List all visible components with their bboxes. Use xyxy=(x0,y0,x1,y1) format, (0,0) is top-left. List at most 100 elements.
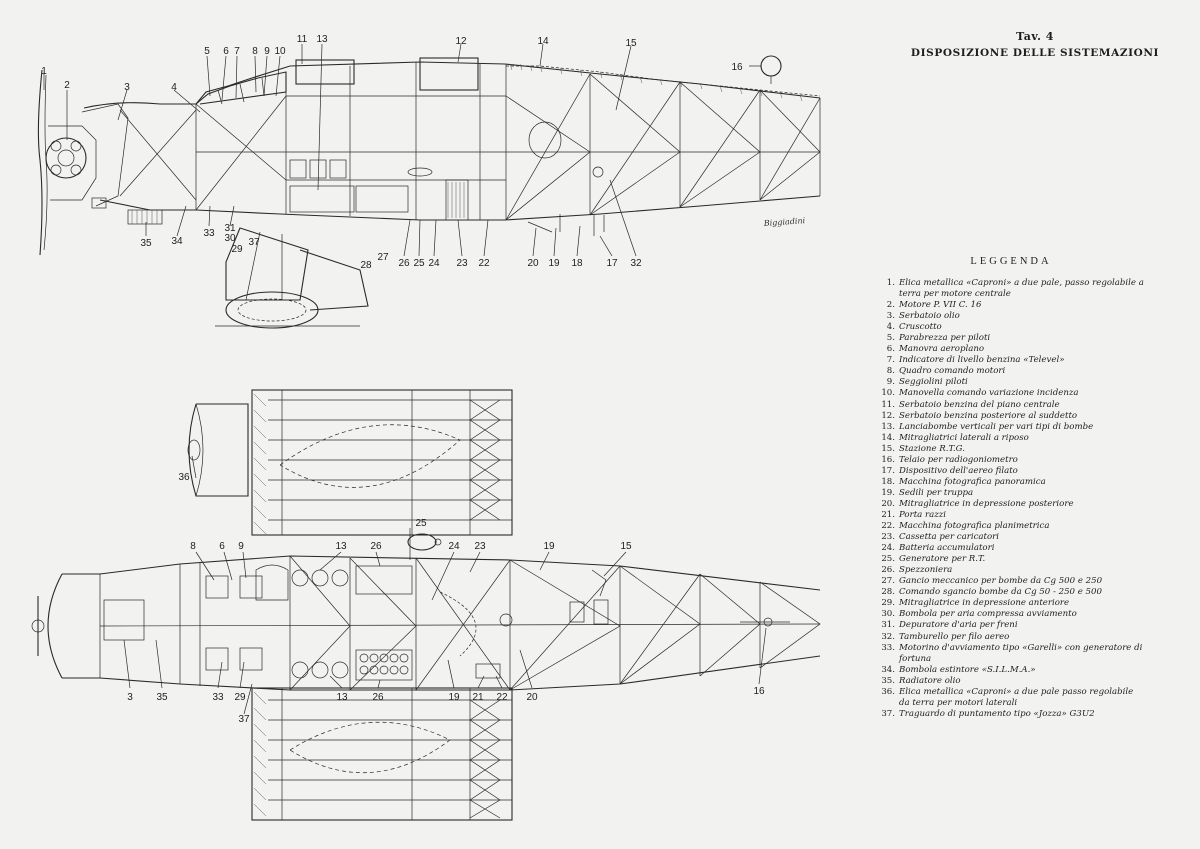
callout-number: 30 xyxy=(224,233,236,244)
callout-number: 2 xyxy=(64,80,70,91)
callout-number: 34 xyxy=(171,236,183,247)
callout-number: 22 xyxy=(496,692,508,703)
landing-gear xyxy=(225,227,369,329)
legend-item-number: 31. xyxy=(881,620,895,631)
callout-number: 18 xyxy=(571,258,583,269)
legend-item-number: 15. xyxy=(881,443,895,454)
legend-item-text: Serbatoio benzina del piano centrale xyxy=(899,399,1060,410)
callout-number: 15 xyxy=(625,38,637,49)
legend-item-text: Parabrezza per piloti xyxy=(899,333,991,344)
wing-lower-plan xyxy=(251,687,513,821)
plate-number: Tav. 4 xyxy=(1016,30,1054,43)
legend-item: 21. Porta razzi xyxy=(878,510,1144,521)
legend-item-text: Serbatoio benzina posteriore al suddetto xyxy=(899,410,1078,421)
legend: LEGGENDA 1.Elica metallica «Caproni» a d… xyxy=(878,256,1144,720)
legend-item: 4.Cruscotto xyxy=(878,322,1144,333)
callout-number: 8 xyxy=(190,541,196,552)
legend-item-number: 12. xyxy=(881,410,895,421)
callout-number: 10 xyxy=(274,46,286,57)
legend-item: 12. Serbatoio benzina posteriore al sudde… xyxy=(878,411,1144,422)
legend-item: 17.Dispositivo dell'aereo filato xyxy=(878,466,1144,477)
legend-item-text: Bombola per aria compressa avviamento xyxy=(899,609,1077,620)
callout-number: 20 xyxy=(527,258,539,269)
legend-item-number: 27. xyxy=(881,576,895,587)
legend-item: 5. Parabrezza per piloti xyxy=(878,333,1144,344)
callout-number: 9 xyxy=(238,541,244,552)
legend-item-number: 14. xyxy=(881,432,895,443)
legend-item: 23.Cassetta per caricatori xyxy=(878,532,1144,543)
callout-number: 26 xyxy=(372,692,384,703)
propeller-1 xyxy=(37,69,43,256)
legend-item-text: Porta razzi xyxy=(899,509,947,520)
legend-item-number: 21. xyxy=(881,509,895,520)
legend-item-number: 4. xyxy=(886,322,895,333)
legend-item: 36.Elica metallica «Caproni» a due pale … xyxy=(878,687,1144,709)
callout-number: 36 xyxy=(178,472,190,483)
legend-item-number: 29. xyxy=(881,598,895,609)
legend-item-number: 19. xyxy=(881,487,895,498)
legend-item: 19.Sedili per truppa xyxy=(878,488,1144,499)
callout-number: 31 xyxy=(224,223,236,234)
callout-number: 14 xyxy=(537,36,549,47)
legend-item: 8.Quadro comando motori xyxy=(878,366,1144,377)
callout-number: 28 xyxy=(360,260,372,271)
legend-item: 18.Macchina fotografica panoramica xyxy=(878,477,1144,488)
legend-item: 33.Motorino d'avviamento tipo «Garelli» … xyxy=(878,643,1144,665)
legend-item: 2.Motore P. VII C. 16 xyxy=(878,300,1144,311)
legend-item-text: Tamburello per filo aereo xyxy=(899,631,1010,642)
callout-number: 33 xyxy=(203,228,215,239)
callout-number: 33 xyxy=(212,692,224,703)
legend-item-text: Elica metallica «Caproni» a due pale, pa… xyxy=(899,278,1144,300)
legend-item: 22.Macchina fotografica planimetrica xyxy=(878,521,1144,532)
legend-item-text: Manovra aeroplano xyxy=(899,344,985,355)
tank-11 xyxy=(295,59,355,85)
legend-item-text: Quadro comando motori xyxy=(899,366,1006,377)
legend-item: 1. Elica metallica «Caproni» a due pale, … xyxy=(878,278,1144,300)
callout-number: 3 xyxy=(124,82,130,93)
callout-number: 37 xyxy=(238,714,250,725)
callout-number: 6 xyxy=(219,541,225,552)
callout-number: 13 xyxy=(316,34,328,45)
legend-item-text: Mitragliatrice in depressione anteriore xyxy=(899,598,1070,609)
legend-item-number: 33. xyxy=(881,642,895,653)
generator-25 xyxy=(407,528,442,560)
callout-number: 27 xyxy=(377,252,389,263)
callout-number: 8 xyxy=(252,46,258,57)
legend-item: 30.Bombola per aria compressa avviamento xyxy=(878,609,1144,620)
callout-number: 26 xyxy=(398,258,410,269)
aircraft-arrangement-drawing: Biggiadini xyxy=(31,43,821,821)
legend-item-text: Gancio meccanico per bombe da Cg 500 e 2… xyxy=(899,576,1103,587)
legend-item-text: Manovella comando variazione incidenza xyxy=(899,388,1079,399)
callout-number: 20 xyxy=(526,692,538,703)
legend-item-number: 36. xyxy=(881,686,895,697)
legend-item-text: Mitragliatrici laterali a riposo xyxy=(899,432,1029,443)
plan-view xyxy=(31,389,821,821)
wing-upper-plan xyxy=(251,389,513,536)
legend-item-number: 1. xyxy=(886,278,895,288)
legend-item: 13.Lanciabombe verticali per vari tipi d… xyxy=(878,422,1144,433)
callout-number: 23 xyxy=(456,258,468,269)
callout-number: 37 xyxy=(248,237,260,248)
callout-number: 22 xyxy=(478,258,490,269)
callout-number: 12 xyxy=(455,36,467,47)
legend-item-text: Comando sgancio bombe da Cg 50 - 250 e 5… xyxy=(899,587,1102,598)
legend-item-number: 13. xyxy=(881,421,895,432)
legend-item-number: 5. xyxy=(886,333,895,344)
legend-item-number: 32. xyxy=(881,631,895,642)
callout-number: 9 xyxy=(264,46,270,57)
legend-item-number: 35. xyxy=(881,675,895,686)
legend-item-text: Macchina fotografica panoramica xyxy=(899,476,1046,487)
callout-number: 35 xyxy=(140,238,152,249)
legend-item: 25.Generatore per R.T. xyxy=(878,554,1144,565)
legend-item: 20.Mitragliatrice in depressione posteri… xyxy=(878,499,1144,510)
legend-item-text: Dispositivo dell'aereo filato xyxy=(899,465,1018,476)
fuselage-plan xyxy=(31,555,821,691)
legend-item-number: 26. xyxy=(881,565,895,576)
legend-item: 24.Batteria accumulatori xyxy=(878,543,1144,554)
legend-item-number: 22. xyxy=(881,521,895,532)
legend-item-text: Batteria accumulatori xyxy=(899,543,995,554)
callout-number: 11 xyxy=(297,34,308,45)
signature: Biggiadini xyxy=(763,216,806,228)
callout-number: 15 xyxy=(620,541,632,552)
